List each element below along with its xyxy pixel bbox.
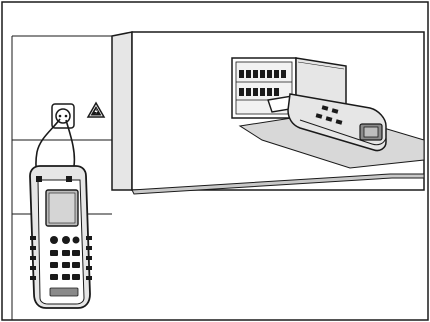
handheld-tester-icon — [30, 166, 92, 308]
